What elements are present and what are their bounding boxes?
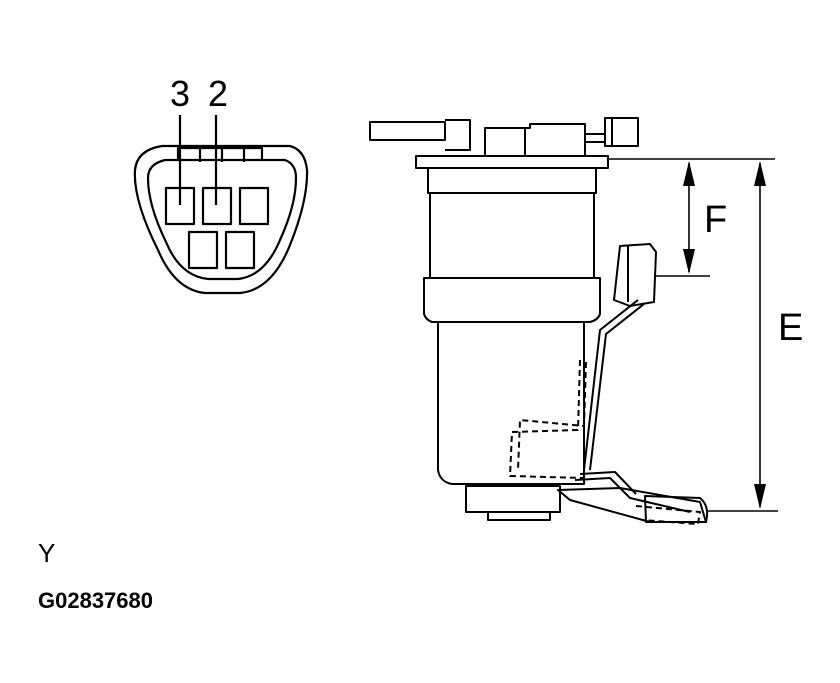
- pin-label-2: 2: [208, 73, 228, 114]
- dimension-lines: [608, 158, 778, 512]
- e-arrow-bottom: [754, 484, 766, 509]
- dashed-arm-position-2: [517, 361, 587, 471]
- sender-float: [644, 495, 709, 523]
- dashed-float-position: [635, 505, 701, 525]
- gauge-float: [613, 243, 657, 307]
- pipe-fitting-left: [445, 119, 471, 151]
- sender-arm: [557, 487, 707, 523]
- filter-foot: [487, 512, 551, 521]
- dimension-arrowheads: [683, 161, 766, 509]
- float-wire-2: [579, 471, 637, 495]
- connector-outer-housing: [133, 144, 309, 295]
- dashed-arm-position: [509, 359, 585, 479]
- outlet-pipe-right: [585, 133, 606, 143]
- f-arrow-bottom: [683, 249, 695, 274]
- pump-assembly: [369, 117, 709, 525]
- terminal-cavity-1: [238, 186, 270, 226]
- connector-latch: [176, 146, 264, 160]
- bottom-filter: [465, 485, 561, 513]
- lower-canister: [437, 322, 585, 485]
- gauge-rod: [583, 299, 639, 471]
- dimension-e-label: E: [778, 307, 803, 349]
- dimension-f-label: F: [704, 199, 727, 241]
- terminal-cavity-5: [224, 230, 256, 270]
- top-flange: [415, 155, 609, 169]
- top-cover-block: [484, 123, 586, 157]
- outlet-pipe-left: [369, 121, 446, 141]
- view-label: Y: [38, 538, 55, 568]
- gauge-rod-2: [589, 303, 645, 471]
- terminal-cavity-4: [187, 230, 219, 270]
- e-arrow-top: [754, 161, 766, 186]
- pipe-fitting-right: [604, 117, 639, 147]
- connector-inner-housing: [146, 158, 298, 281]
- float-wire: [574, 477, 691, 513]
- pin-label-3: 3: [170, 73, 190, 114]
- figure-code: G02837680: [38, 588, 153, 613]
- clamp-band: [423, 277, 601, 323]
- housing-body: [429, 193, 595, 279]
- connector-view: [133, 115, 309, 295]
- f-arrow-top: [683, 161, 695, 186]
- upper-housing: [427, 167, 597, 194]
